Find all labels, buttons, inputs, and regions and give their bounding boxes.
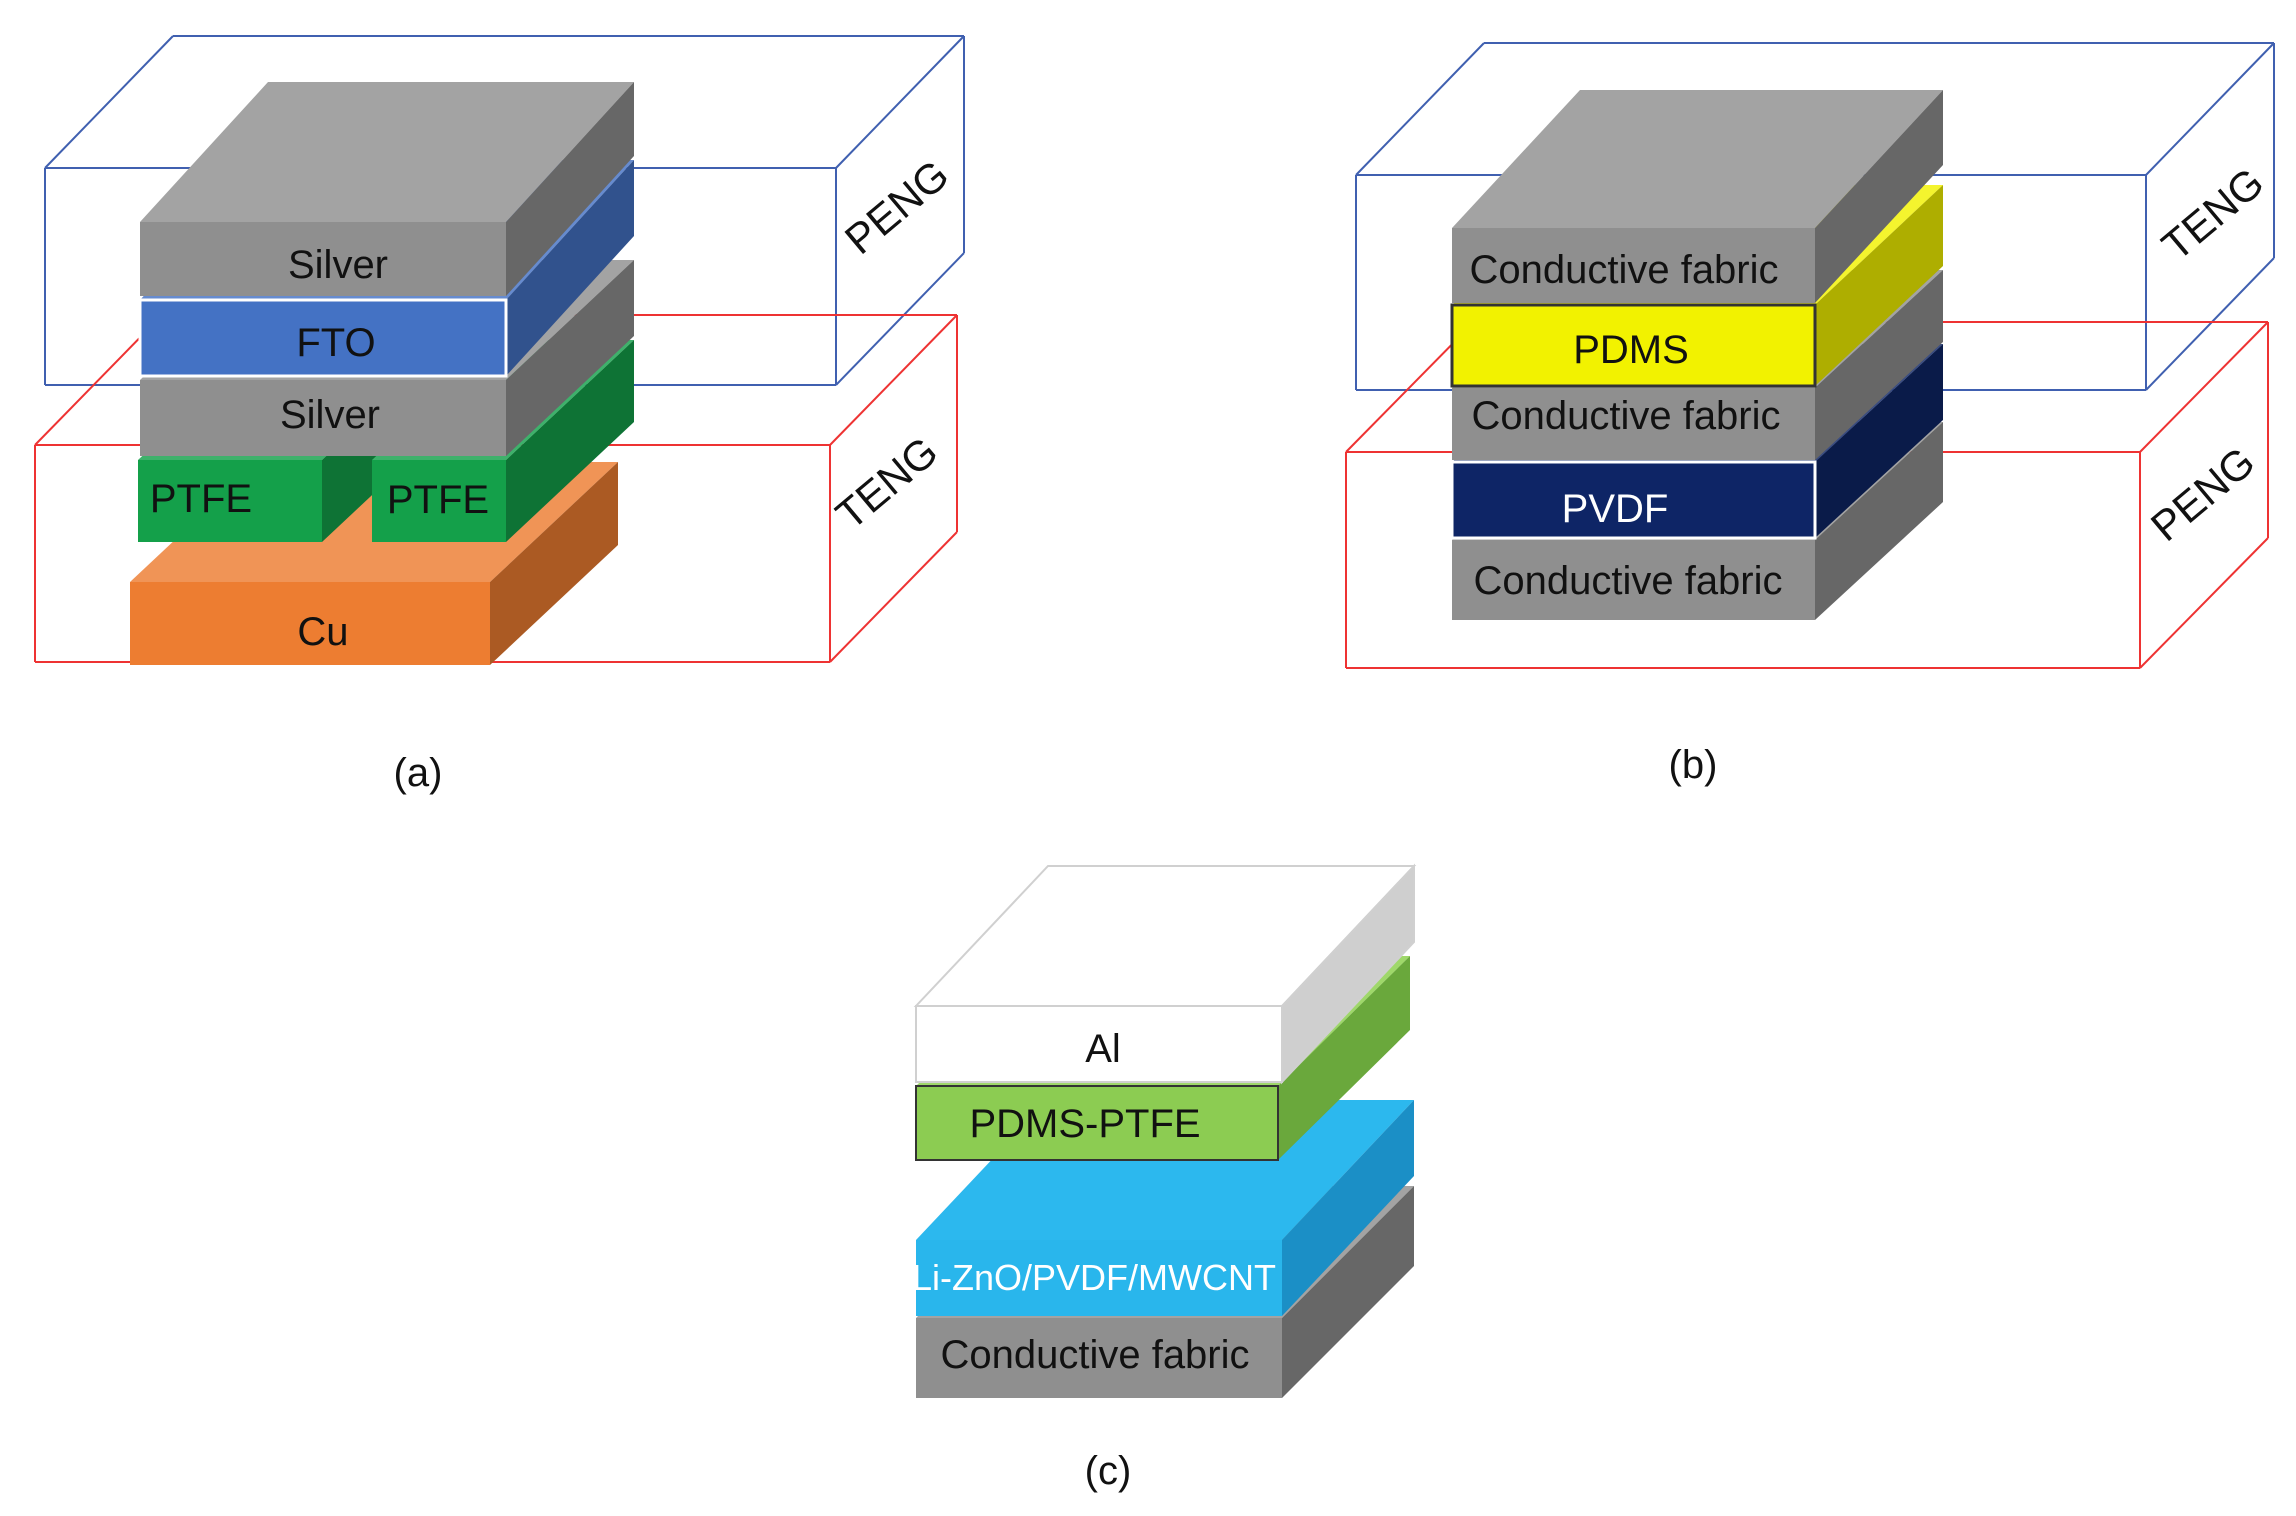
layer-side-face (506, 160, 634, 376)
panel-b-box-label: TENG (2153, 158, 2273, 269)
layer-front-face (1452, 228, 1815, 303)
panel-c-layer-label: Conductive fabric (940, 1333, 1249, 1377)
layer-side-face (506, 260, 634, 456)
panel-b-box-label: PENG (2142, 438, 2263, 551)
layer-side-face (1815, 90, 1943, 303)
layer-front-face (138, 298, 508, 378)
al-layer (913, 863, 1417, 1085)
fabric-top-layer (1452, 90, 1943, 303)
layer-side-face (490, 462, 618, 665)
layer-front-face (140, 222, 506, 296)
box-edge (829, 531, 958, 663)
box-edge (44, 35, 174, 169)
box-edge (2139, 537, 2269, 669)
layer-front-face (916, 1318, 1282, 1398)
layer-front-face (372, 460, 506, 542)
panel-b-layer-label: Conductive fabric (1469, 248, 1778, 292)
silver-upper-layer (140, 82, 634, 296)
panel-a-layer-label: Cu (297, 610, 348, 654)
layer-front-face (1450, 460, 1817, 540)
panel-b-layer-label: Conductive fabric (1473, 559, 1782, 603)
layer-front-face (1452, 540, 1815, 620)
panel-a-layer-label: PTFE (150, 477, 252, 521)
panel-a-labels: Silver FTO Silver PTFE PTFE Cu PENG TENG… (150, 151, 957, 795)
layer-group (130, 82, 1943, 1398)
layer-side-face (1282, 1100, 1414, 1316)
layer-side-face (1282, 1186, 1414, 1398)
box-edge (2145, 42, 2275, 176)
layer-front-face (915, 1085, 1279, 1161)
panel-b-labels: Conductive fabric PDMS Conductive fabric… (1469, 158, 2272, 787)
layer-front-face (915, 1005, 1283, 1083)
panel-a-box-label: PENG (836, 151, 957, 264)
layer-front-face (140, 380, 506, 456)
panel-a-layer-label: Silver (288, 243, 388, 287)
layer-side-face (1815, 422, 1943, 620)
box-edge (2145, 257, 2275, 391)
layer-top-face (140, 82, 634, 222)
box-edge (829, 314, 958, 446)
box-edge (1355, 42, 1485, 176)
layer-side-face (1815, 185, 1943, 386)
layer-front-face (916, 1240, 1282, 1316)
layer-side-face (1815, 270, 1943, 460)
panel-a-box-label: TENG (827, 427, 947, 538)
layer-side-face (506, 340, 634, 542)
layer-front-face (138, 460, 322, 542)
panel-c-layer-label: Al (1085, 1027, 1121, 1071)
layer-top-face (1452, 90, 1943, 228)
box-edge (835, 252, 965, 386)
layer-front-face (130, 582, 490, 665)
box-edge (835, 35, 965, 169)
layer-front-face (1450, 303, 1817, 388)
panel-c-layer-label: Li-ZnO/PVDF/MWCNT (912, 1257, 1276, 1298)
panel-c-layer-label: PDMS-PTFE (969, 1102, 1200, 1146)
panel-a-layer-label: PTFE (387, 478, 489, 522)
panel-b-layer-label: PDMS (1573, 328, 1689, 372)
layer-front-face (1452, 388, 1815, 460)
layer-side-face (1815, 344, 1943, 538)
panel-b-layer-label: PVDF (1562, 487, 1669, 531)
layer-side-face (1278, 956, 1410, 1160)
panel-a-caption: (a) (394, 751, 443, 795)
panel-b-layer-label: Conductive fabric (1471, 394, 1780, 438)
panel-a-layer-label: Silver (280, 393, 380, 437)
layer-side-face (506, 82, 634, 296)
panel-c-caption: (c) (1085, 1449, 1132, 1493)
panel-a-layer-label: FTO (296, 321, 375, 365)
panel-c-labels: Al PDMS-PTFE Li-ZnO/PVDF/MWCNT Conductiv… (912, 1027, 1276, 1493)
teng-box-b (1355, 42, 2275, 391)
box-edge (2139, 321, 2269, 453)
panel-b-caption: (b) (1669, 743, 1718, 787)
